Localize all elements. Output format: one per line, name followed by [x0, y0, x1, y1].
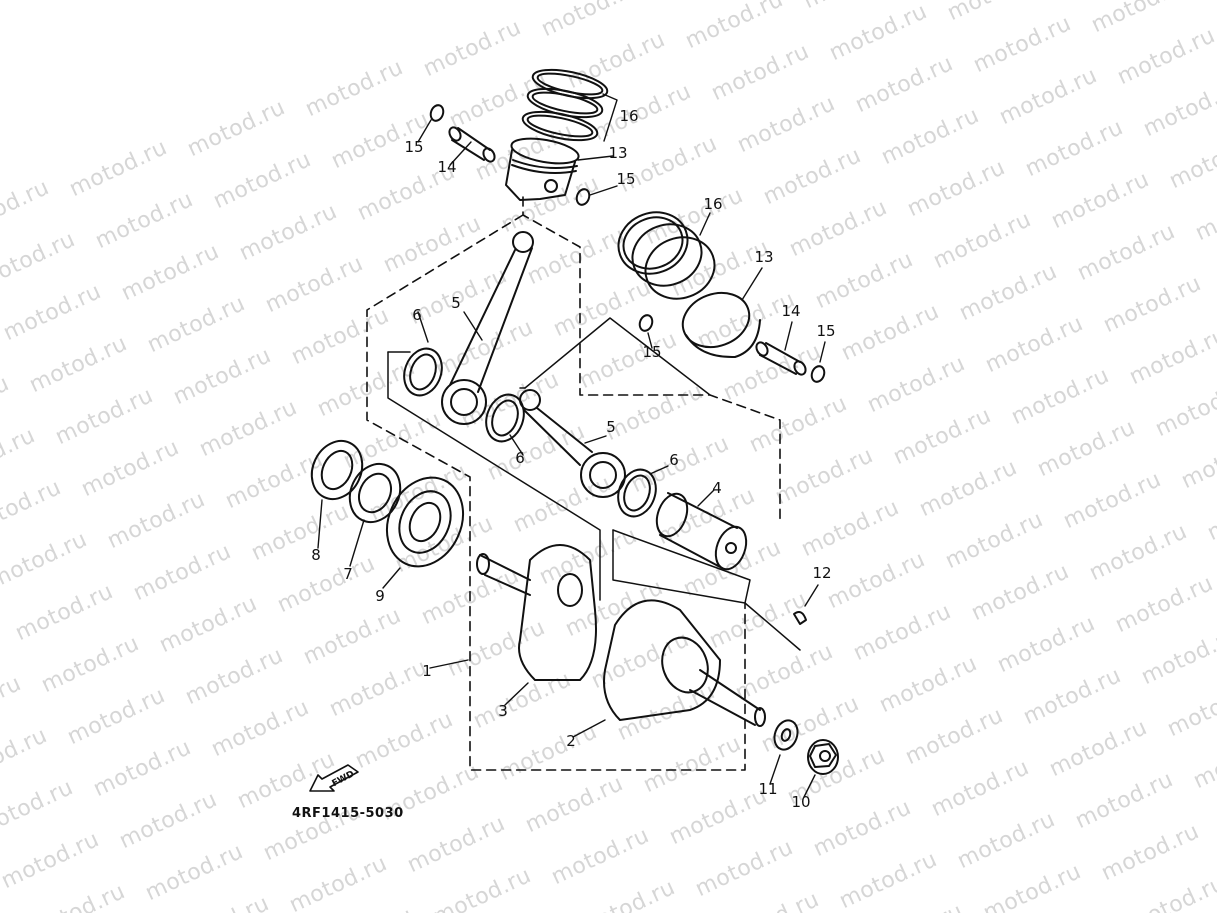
nut-and-washer	[773, 719, 839, 775]
callout-15a: 15	[404, 138, 423, 156]
callout-15d: 15	[816, 322, 835, 340]
callout-7: 7	[343, 565, 353, 583]
piston-pin-top	[448, 126, 496, 163]
left-bearings	[310, 439, 464, 568]
bracket-lines	[387, 317, 801, 651]
fwd-arrow-icon	[309, 764, 359, 792]
callout-5b: 5	[606, 418, 616, 436]
callout-9: 9	[375, 587, 385, 605]
washer-plates	[403, 347, 657, 518]
callout-2: 2	[566, 732, 576, 750]
callout-14a: 14	[437, 158, 456, 176]
crank-right-web	[603, 599, 766, 727]
callout-15c: 15	[642, 343, 661, 361]
connecting-rod-lower	[519, 389, 626, 498]
callout-5a: 5	[451, 294, 461, 312]
piston-rings-top	[521, 68, 618, 142]
callout-16a: 16	[619, 107, 638, 125]
piston-pin-right	[755, 341, 807, 376]
callout-1: 1	[422, 662, 432, 680]
crank-pin	[655, 492, 748, 571]
callout-14b: 14	[781, 302, 800, 320]
callout-6b: 6	[515, 449, 525, 467]
callout-13a: 13	[608, 144, 627, 162]
crank-left-web	[476, 544, 597, 681]
part-code: 4RF1415-5030	[292, 806, 404, 821]
callout-6a: 6	[412, 306, 422, 324]
piston-rings-right	[617, 211, 716, 300]
callout-12: 12	[812, 564, 831, 582]
callout-8: 8	[311, 546, 321, 564]
callout-13b: 13	[754, 248, 773, 266]
piston-pin-clips	[429, 104, 826, 383]
callout-15b: 15	[616, 170, 635, 188]
callout-11: 11	[758, 780, 777, 798]
connecting-rod-upper	[441, 231, 534, 425]
callout-3: 3	[498, 702, 508, 720]
piston-right	[681, 291, 761, 359]
leader-lines	[317, 119, 826, 798]
piston-top	[505, 137, 580, 201]
assembly-boundary	[366, 196, 781, 771]
callout-6c: 6	[669, 451, 679, 469]
callout-16b: 16	[703, 195, 722, 213]
woodruff-key	[793, 611, 807, 625]
callout-4: 4	[712, 479, 722, 497]
callout-10: 10	[791, 793, 810, 811]
